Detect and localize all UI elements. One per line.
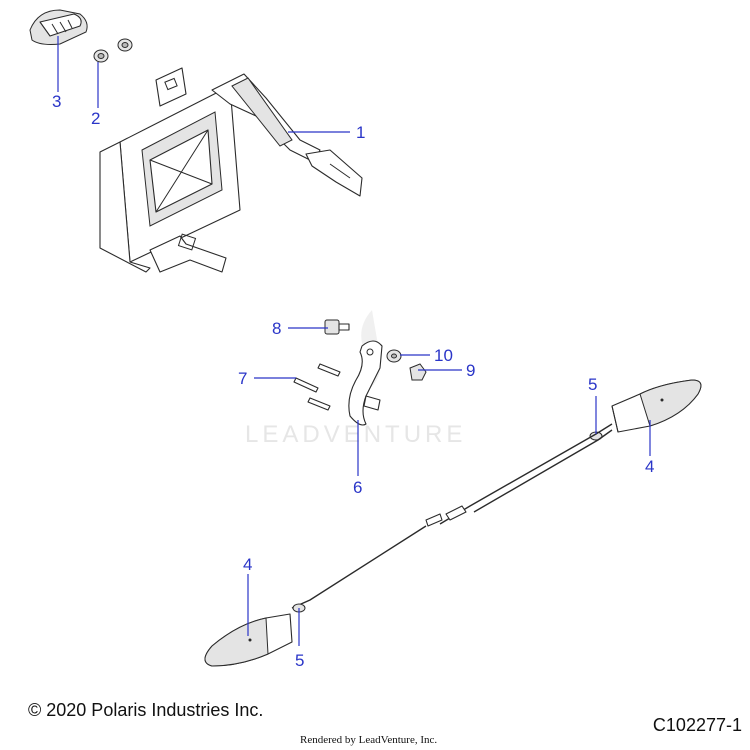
callout-8[interactable]: 8 xyxy=(272,319,281,338)
callouts: 3 2 1 8 10 7 9 6 5 4 4 5 xyxy=(52,92,654,670)
part-3-lamp-housing[interactable] xyxy=(29,9,88,45)
part-9-nut[interactable] xyxy=(409,363,427,381)
callout-1[interactable]: 1 xyxy=(356,123,365,142)
callout-5-upper[interactable]: 5 xyxy=(588,375,597,394)
part-4-turn-signal-lower[interactable] xyxy=(204,613,293,667)
part-7-screws[interactable] xyxy=(293,363,341,411)
watermark-text: LEADVENTURE xyxy=(245,421,466,448)
part-4-turn-signal-upper[interactable] xyxy=(611,379,702,433)
callout-5-lower[interactable]: 5 xyxy=(295,651,304,670)
figure-id: C102277-1 xyxy=(652,715,742,735)
callout-2[interactable]: 2 xyxy=(91,109,100,128)
callout-7[interactable]: 7 xyxy=(238,369,247,388)
part-2-nuts[interactable] xyxy=(93,38,133,63)
wiring-harness[interactable] xyxy=(291,423,613,609)
part-8-flange-bolt[interactable] xyxy=(324,319,350,335)
callout-3[interactable]: 3 xyxy=(52,92,61,111)
callout-10[interactable]: 10 xyxy=(434,346,453,365)
part-1-license-bracket[interactable] xyxy=(99,67,363,273)
render-credit: Rendered by LeadVenture, Inc. xyxy=(300,734,438,746)
callout-6[interactable]: 6 xyxy=(353,478,362,497)
callout-4-upper[interactable]: 4 xyxy=(645,457,654,476)
copyright-notice: © 2020 Polaris Industries Inc. xyxy=(28,700,264,720)
part-6-hook-bracket[interactable] xyxy=(348,340,383,426)
callout-leaders xyxy=(57,36,651,646)
part-10-washer[interactable] xyxy=(386,349,402,363)
callout-4-lower[interactable]: 4 xyxy=(243,555,252,574)
callout-9[interactable]: 9 xyxy=(466,361,475,380)
